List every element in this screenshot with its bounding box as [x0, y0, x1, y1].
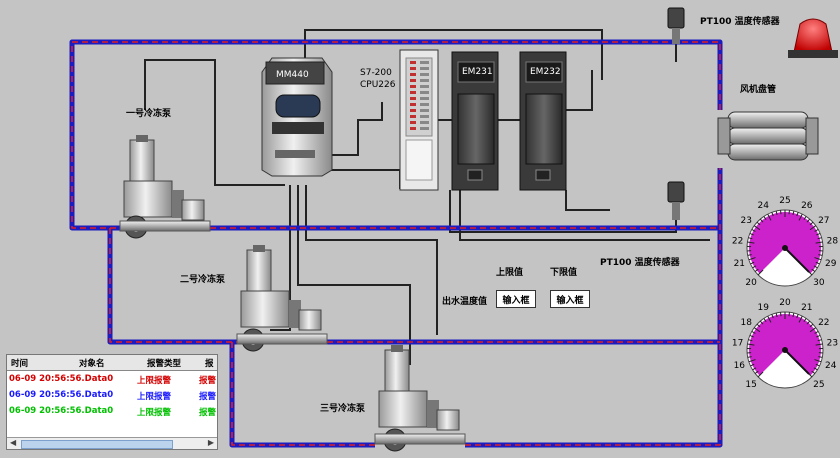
col-flag: 报	[205, 359, 214, 369]
gauge-tick-label: 23	[740, 216, 751, 226]
pt100-top-label: PT100 温度传感器	[700, 17, 780, 27]
pump-2[interactable]	[236, 245, 328, 352]
row-type: 上限报警	[137, 392, 172, 402]
gauge-tick-label: 20	[779, 298, 791, 308]
gauge-tick-label: 20	[745, 278, 757, 288]
gauge-tick-label: 22	[818, 318, 829, 328]
horizontal-scrollbar[interactable]: ◀ ▶	[7, 437, 217, 449]
pump3-label: 三号冷冻泵	[320, 404, 366, 414]
scroll-left-icon[interactable]: ◀	[10, 438, 17, 447]
table-row[interactable]: 06-09 20:56:56.Data0 上限报警 报警	[7, 405, 217, 419]
plc-cpu-label: CPU226	[360, 80, 396, 90]
gauge-tick-label: 26	[801, 201, 813, 211]
control-wiring	[144, 29, 710, 365]
gauge-tick-label: 15	[745, 380, 756, 390]
lower-limit-label: 下限值	[550, 268, 578, 278]
module-em232[interactable]	[519, 51, 567, 191]
em232-label: EM232	[530, 67, 561, 77]
col-time: 时间	[11, 359, 29, 369]
fan-coil-label: 风机盘管	[740, 85, 777, 95]
gauge-tick-label: 21	[734, 259, 745, 269]
row-time: 06-09 20:56:56.Data0	[9, 406, 114, 416]
plc-model-label: S7-200	[360, 68, 392, 78]
em231-label: EM231	[462, 67, 493, 77]
scrollbar-thumb[interactable]	[21, 440, 173, 449]
plc-cpu226[interactable]	[399, 49, 439, 191]
gauge-tick-label: 19	[757, 303, 769, 313]
pt100-sensor-top[interactable]	[667, 7, 685, 44]
gauge-tick-label: 25	[813, 380, 824, 390]
gauge-tick-label: 30	[813, 278, 825, 288]
table-row[interactable]: 06-09 20:56:56.Data0 上限报警 报警	[7, 373, 217, 387]
fan-coil[interactable]	[717, 111, 819, 161]
pump2-label: 二号冷冻泵	[180, 275, 226, 285]
scroll-right-icon[interactable]: ▶	[207, 438, 214, 447]
outlet-temp-label: 出水温度值	[442, 297, 488, 307]
module-em231[interactable]	[451, 51, 499, 191]
pt100-sensor-mid[interactable]	[667, 181, 685, 220]
gauge-tick-label: 17	[732, 339, 743, 349]
alarm-table[interactable]: 时间 对象名 报警类型 报 06-09 20:56:56.Data0 上限报警 …	[6, 354, 218, 450]
pipe-network	[69, 39, 723, 448]
lower-limit-input-button[interactable]: 输入框	[550, 290, 590, 308]
row-time: 06-09 20:56:56.Data0	[9, 390, 114, 400]
upper-limit-label: 上限值	[496, 268, 524, 278]
pump-3[interactable]	[374, 345, 466, 452]
gauge-tick-label: 18	[740, 318, 752, 328]
pt100-mid-label: PT100 温度传感器	[600, 258, 680, 268]
row-type: 上限报警	[137, 408, 172, 418]
upper-limit-input-button[interactable]: 输入框	[496, 290, 536, 308]
gauge-tick-label: 23	[827, 339, 838, 349]
gauge-tick-label: 24	[825, 361, 837, 371]
gauge-tick-label: 27	[818, 216, 829, 226]
inverter-label: MM440	[276, 70, 309, 80]
gauge-tick-label: 25	[779, 196, 790, 206]
gauge-tick-label: 24	[757, 201, 769, 211]
gauge-tick-label: 21	[801, 303, 812, 313]
col-object: 对象名	[79, 359, 105, 369]
gauge-tick-label: 28	[827, 237, 839, 247]
gauge-tick-label: 29	[825, 259, 837, 269]
row-flag: 报警	[199, 376, 217, 386]
row-type: 上限报警	[137, 376, 172, 386]
pump-1[interactable]	[119, 135, 211, 239]
row-flag: 报警	[199, 408, 217, 418]
inverter-mm440[interactable]	[261, 57, 333, 177]
pump1-label: 一号冷冻泵	[126, 109, 172, 119]
row-time: 06-09 20:56:56.Data0	[9, 374, 114, 384]
alarm-beacon-icon	[788, 18, 838, 58]
gauge-tick-label: 22	[732, 237, 743, 247]
table-row[interactable]: 06-09 20:56:56.Data0 上限报警 报警	[7, 389, 217, 403]
gauge-tick-label: 16	[734, 361, 746, 371]
alarm-table-header: 时间 对象名 报警类型 报	[7, 355, 217, 371]
row-flag: 报警	[199, 392, 217, 402]
col-alarm-type: 报警类型	[147, 359, 182, 369]
